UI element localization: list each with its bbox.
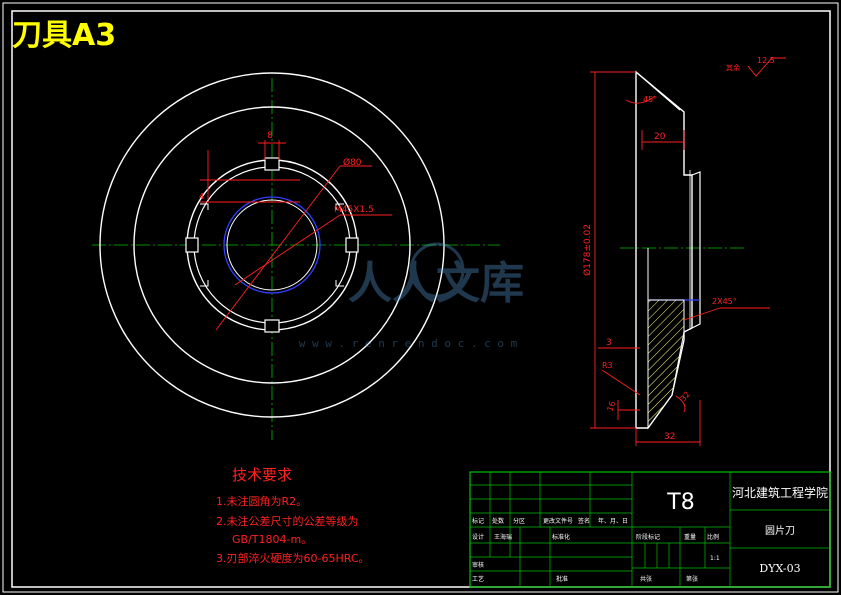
front-dimensions <box>200 140 392 331</box>
dim-r3: R3 <box>602 361 613 370</box>
title-block-labels: 标记 处数 分区 更改文件号 签名 年、月、日 设计 王海瑞 标准化 阶段标记 … <box>472 517 719 583</box>
watermark-logo-icon <box>409 242 465 298</box>
profile-outline <box>635 70 693 429</box>
inner-frame <box>11 10 831 588</box>
label-approve: 批准 <box>556 575 568 583</box>
roughness-symbol <box>747 57 786 77</box>
ring-tabs <box>200 203 344 287</box>
dim-chamfer: 2X45° <box>712 297 737 306</box>
watermark-text: 人人文库 <box>348 258 524 309</box>
dim-32-angle: 32 <box>679 390 692 404</box>
tech-item-1: 1.未注圆角为R2。 <box>216 494 307 508</box>
outer-circle <box>99 72 445 418</box>
front-view: 8 Ø80 M45X1.5 4 <box>92 72 500 440</box>
roughness-value: 12.5 <box>757 56 775 65</box>
bore-circle <box>226 199 318 291</box>
dim-angle-top: 45° <box>643 95 657 104</box>
roughness-note: 其余 <box>726 63 740 72</box>
label-total-sheets: 共张 <box>640 575 652 583</box>
label-standardization: 标准化 <box>552 533 570 541</box>
dim-outer-diameter: Ø178±0.02 <box>582 224 593 276</box>
tech-heading: 技术要求 <box>232 466 292 484</box>
watermark-url: w w w . r e n r e n d o c . c o m <box>299 337 518 350</box>
hatched-section <box>647 299 685 430</box>
part-name: 圆片刀 <box>765 524 795 537</box>
hub-step <box>691 171 701 329</box>
side-dimensions <box>590 71 770 446</box>
label-signature: 签名 <box>578 517 590 525</box>
dim-20: 20 <box>654 132 666 142</box>
dim-32: 32 <box>664 432 675 442</box>
sheet-title: 刀具A3 <box>12 18 116 53</box>
tech-item-4: 3.刃部淬火硬度为60-65HRC。 <box>216 551 370 565</box>
label-stage: 阶段标记 <box>636 533 660 541</box>
dim-thread: M45X1.5 <box>334 205 374 215</box>
dim-3: 3 <box>606 338 612 348</box>
label-sheet-no: 第张 <box>686 575 698 583</box>
label-mark: 标记 <box>472 517 484 525</box>
side-view: 其余 12.5 45° 20 Ø178±0.02 2X45° 3 R3 16 3… <box>582 56 786 446</box>
label-design: 设计 <box>472 533 484 541</box>
dim-depth-4: 4 <box>199 192 204 201</box>
label-process: 工艺 <box>472 575 484 583</box>
label-scale: 比例 <box>707 533 719 541</box>
tech-item-2: 2.未注公差尺寸的公差等级为 <box>216 514 359 528</box>
label-count: 处数 <box>492 517 504 525</box>
drawing-number: DYX-03 <box>759 562 800 575</box>
dim-16: 16 <box>605 400 617 413</box>
thread-circle <box>223 196 321 294</box>
tech-requirements: 技术要求 1.未注圆角为R2。 2.未注公差尺寸的公差等级为 GB/T1804-… <box>216 466 370 565</box>
title-block: T8 河北建筑工程学院 圆片刀 DYX-03 1:1 标记 处数 分区 更改文件… <box>469 471 831 588</box>
keyway-notches <box>185 157 359 333</box>
watermark: 人人文库 w w w . r e n r e n d o c . c o m <box>299 242 524 350</box>
label-designer: 王海瑞 <box>494 533 512 541</box>
label-zone: 分区 <box>513 517 525 525</box>
dim-diameter-80: Ø80 <box>343 157 362 168</box>
school-name: 河北建筑工程学院 <box>732 485 828 500</box>
scale-value: 1:1 <box>710 555 720 562</box>
title-block-grid <box>470 472 830 587</box>
label-date: 年、月、日 <box>598 517 628 525</box>
top-bevel <box>635 71 681 111</box>
material-code: T8 <box>666 490 694 515</box>
middle-circle <box>133 106 411 384</box>
tech-item-3: GB/T1804-m。 <box>232 533 312 546</box>
dim-width-8: 8 <box>267 131 273 141</box>
label-change-doc: 更改文件号 <box>543 517 573 525</box>
label-weight: 重量 <box>684 533 696 541</box>
label-review: 审核 <box>472 561 484 569</box>
